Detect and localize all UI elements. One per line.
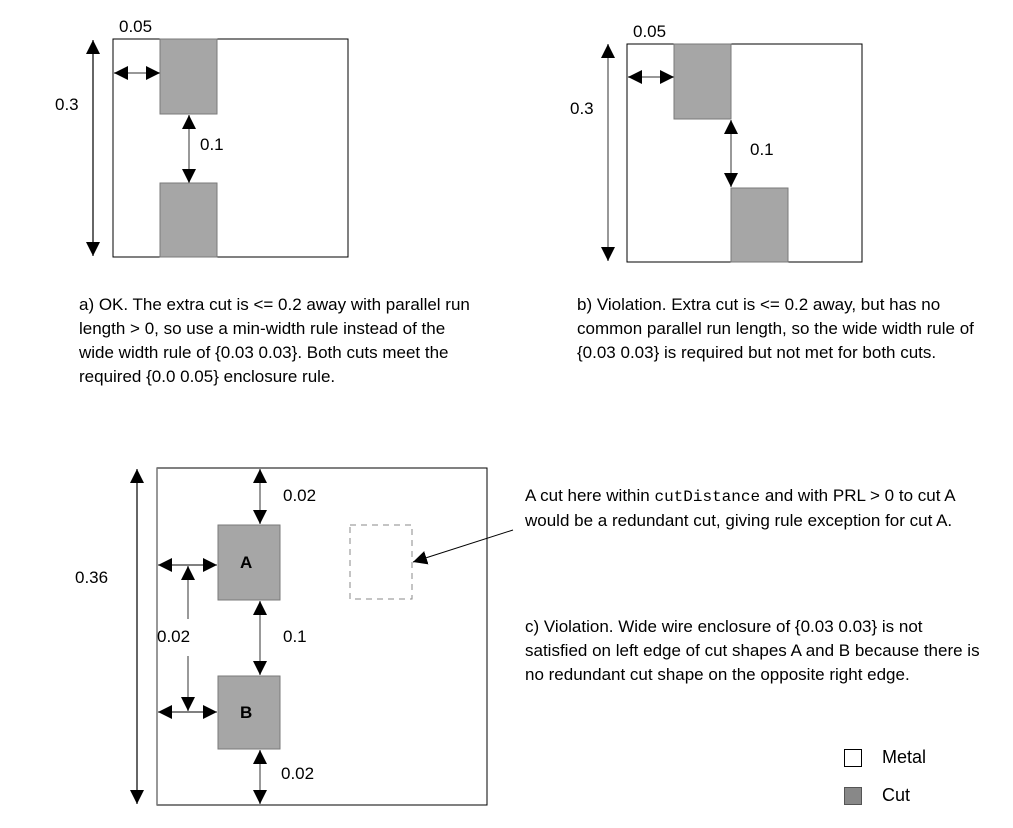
height-label: 0.3 — [570, 99, 594, 118]
left-enclosure-label: 0.02 — [157, 627, 190, 646]
caption-a: a) OK. The extra cut is <= 0.2 away with… — [79, 295, 470, 386]
metal-shape-c — [156, 467, 488, 806]
enclosure-label: 0.05 — [633, 22, 666, 41]
cut-b-label: B — [240, 703, 252, 722]
cut-shape-a — [217, 524, 281, 601]
legend-label-metal: Metal — [882, 747, 927, 767]
panel-c: 0.36 0.02 0.02 0.1 0.02 A B — [75, 467, 514, 806]
spacing-label: 0.1 — [750, 140, 774, 159]
legend-label-cut: Cut — [882, 785, 911, 805]
redundant-cut-placeholder — [349, 524, 413, 600]
annotation-code: cutDistance — [654, 488, 761, 506]
caption-b: b) Violation. Extra cut is <= 0.2 away, … — [577, 295, 974, 362]
cut-swatch-icon — [844, 786, 862, 805]
annotation-text-2: and with PRL > 0 to cut A would be a red… — [525, 486, 955, 530]
cut-shape-b-top — [673, 43, 732, 120]
spacing-label: 0.1 — [283, 627, 307, 646]
panel-a: 0.05 0.3 0.1 — [55, 17, 349, 258]
height-label: 0.3 — [55, 95, 79, 114]
cut-shape-a-top — [159, 38, 218, 115]
top-enclosure-label: 0.02 — [283, 486, 316, 505]
legend-item-cut: Cut — [844, 785, 910, 806]
cut-shape-b — [217, 675, 281, 750]
enclosure-label: 0.05 — [119, 17, 152, 36]
redundant-cut-annotation: A cut here within cutDistance and with P… — [525, 484, 980, 533]
legend-item-metal: Metal — [844, 747, 926, 768]
cut-a-label: A — [240, 553, 252, 572]
panel-b: 0.05 0.3 0.1 — [570, 22, 863, 263]
cut-shape-a-bottom — [159, 182, 218, 258]
metal-swatch-icon — [844, 748, 862, 767]
annotation-text-1: A cut here within — [525, 486, 655, 505]
metal-shape-a — [112, 38, 349, 258]
cut-shape-b-bottom — [730, 187, 789, 263]
caption-c: c) Violation. Wide wire enclosure of {0.… — [525, 617, 980, 684]
height-label: 0.36 — [75, 568, 108, 587]
spacing-label: 0.1 — [200, 135, 224, 154]
callout-arrow — [412, 529, 514, 565]
bottom-enclosure-label: 0.02 — [281, 764, 314, 783]
